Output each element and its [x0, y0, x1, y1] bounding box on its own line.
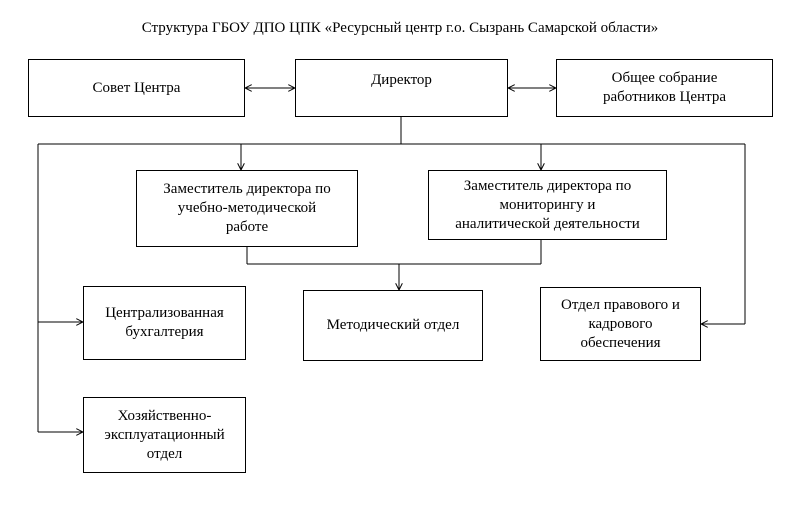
node-deputy-monitoring: Заместитель директора по мониторингу и а… [428, 170, 667, 240]
node-director: Директор [295, 59, 508, 117]
diagram-title: Структура ГБОУ ДПО ЦПК «Ресурсный центр … [141, 20, 659, 36]
node-council: Совет Центра [28, 59, 245, 117]
node-general-assembly: Общее собрание работников Центра [556, 59, 773, 117]
node-methodical-department: Методический отдел [303, 290, 483, 361]
node-accounting: Централизованная бухгалтерия [83, 286, 246, 360]
node-deputy-educational: Заместитель директора по учебно-методиче… [136, 170, 358, 247]
node-maintenance: Хозяйственно- эксплуатационный отдел [83, 397, 246, 473]
node-legal-hr: Отдел правового и кадрового обеспечения [540, 287, 701, 361]
